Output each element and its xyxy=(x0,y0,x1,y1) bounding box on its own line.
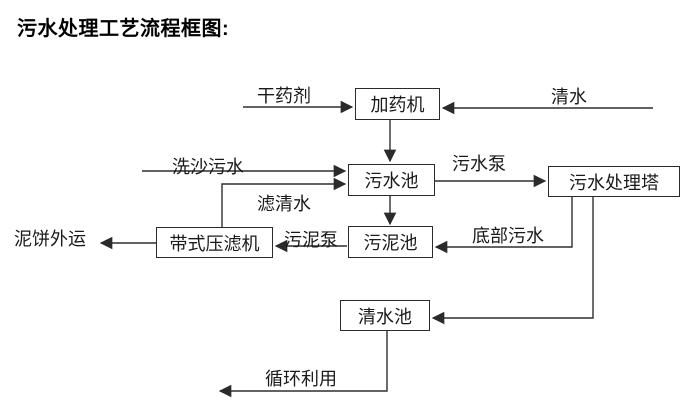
flow-label-clean-water: 清水 xyxy=(551,87,587,107)
node-dosing-machine-label: 加药机 xyxy=(370,95,425,115)
node-treatment-tower-label: 污水处理塔 xyxy=(569,172,659,193)
edge-treatment-tower-to-clean-water-pool xyxy=(431,197,594,325)
node-belt-filter-press-label: 带式压滤机 xyxy=(169,233,260,254)
node-treatment-tower: 污水处理塔 xyxy=(548,166,680,197)
edge-recycle-use xyxy=(218,331,388,398)
flow-label-sand-washing-sewage: 洗沙污水 xyxy=(172,157,244,177)
node-clean-water-pool-label: 清水池 xyxy=(358,306,412,327)
node-clean-water-pool: 清水池 xyxy=(340,300,430,331)
edge-filtered-water-to-sewage-pool xyxy=(221,177,347,227)
edge-bottom-sewage-to-sludge-pool xyxy=(434,197,573,254)
node-sewage-pool: 污水池 xyxy=(348,164,435,196)
flow-label-sewage-pump: 污水泵 xyxy=(452,154,506,174)
flow-label-filtered-water: 滤清水 xyxy=(257,194,311,214)
node-sludge-pool-label: 污泥池 xyxy=(363,233,418,253)
node-sewage-pool-label: 污水池 xyxy=(364,171,419,191)
node-dosing-machine: 加药机 xyxy=(355,88,440,120)
flow-label-sludge-pump: 污泥泵 xyxy=(284,230,338,250)
node-belt-filter-press: 带式压滤机 xyxy=(156,227,273,258)
flow-label-mud-cake-out: 泥饼外运 xyxy=(14,229,86,249)
flow-label-bottom-sewage: 底部污水 xyxy=(472,226,544,246)
node-sludge-pool: 污泥池 xyxy=(348,226,433,258)
flow-label-recycle-use: 循环利用 xyxy=(265,369,337,389)
flow-label-dry-chemical: 干药剂 xyxy=(257,86,311,106)
page-title: 污水处理工艺流程框图: xyxy=(17,18,230,40)
